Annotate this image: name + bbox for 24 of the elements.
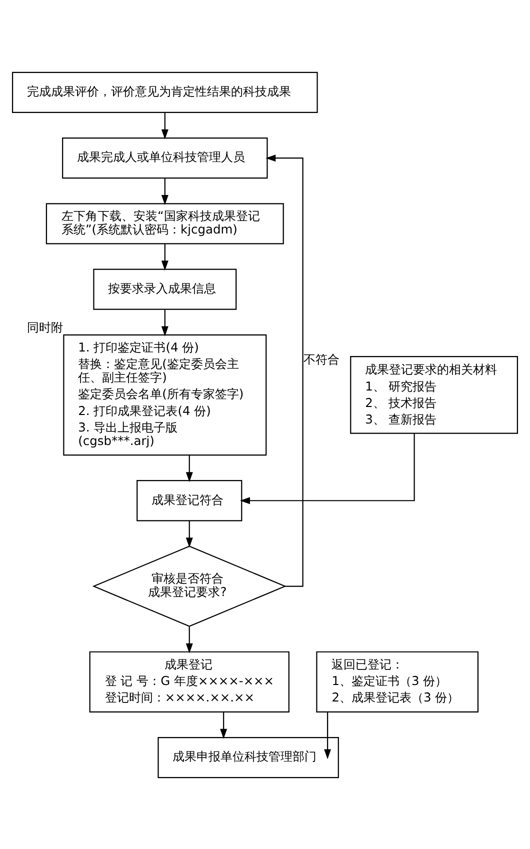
arrow bbox=[186, 520, 193, 548]
arrow bbox=[161, 309, 168, 336]
node-box: 左下角下载、安装“国家科技成果登记系统”(系统默认密码：kjcgadm) bbox=[46, 202, 284, 244]
arrow bbox=[161, 243, 168, 270]
arrow bbox=[161, 112, 168, 139]
node-box: 成果完成人或单位科技管理人员 bbox=[62, 137, 268, 178]
arrow bbox=[186, 626, 193, 653]
node-box: 1. 打印鉴定证书(4 份) 替换：鉴定意见(鉴定委员会主任、副主任签字) 鉴定委员会名单(所有专家签字) 2. 打印成果登记表(4 份) 3. 导出上报电子版 (cgsb***.arj) bbox=[63, 334, 267, 456]
node-box: 成果申报单位科技管理部门 bbox=[158, 736, 339, 778]
arrow bbox=[240, 432, 415, 504]
node-box: 完成成果评价，评价意见为肯定性结果的科技成果 bbox=[12, 71, 318, 113]
node-diamond: 审核是否符合成果登记要求? bbox=[92, 545, 286, 626]
node-box: 返回已登记： 1、鉴定证书（3 份） 2、成果登记表（3 份） bbox=[316, 650, 479, 712]
arrow bbox=[220, 712, 228, 738]
node-box: 按要求录入成果信息 bbox=[93, 268, 237, 310]
node-box: 成果登记符合 bbox=[136, 480, 242, 521]
arrow bbox=[186, 454, 193, 482]
node-box: 成果登记要求的相关材料 1、 研究报告 2、 技术报告 3、 查新报告 bbox=[350, 356, 518, 434]
arrow bbox=[324, 712, 332, 759]
node-box: 成果登记 登 记 号：G 年度××××-××× 登记时间：××××.××.×× bbox=[89, 650, 290, 712]
arrow bbox=[161, 178, 168, 204]
arrow bbox=[266, 154, 304, 586]
edge-label: 不符合 bbox=[304, 352, 340, 366]
node-label: 同时附 bbox=[26, 320, 63, 334]
